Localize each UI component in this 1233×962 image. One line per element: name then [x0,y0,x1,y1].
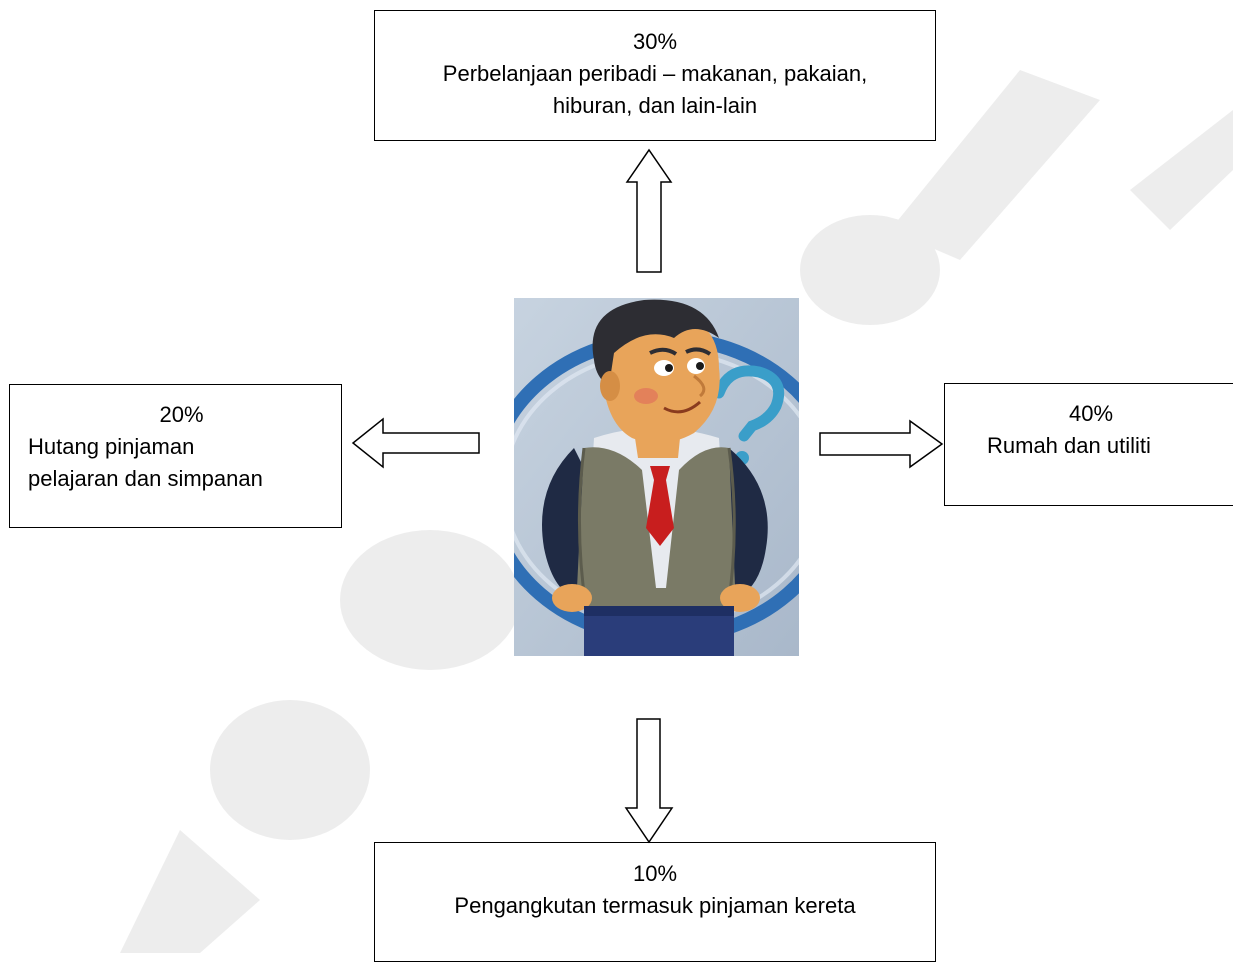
label-personal-line1: Perbelanjaan peribadi – makanan, pakaian… [442,61,868,86]
question-mark-icon [713,365,785,442]
arrow-down-icon [624,718,674,844]
hair [592,299,719,386]
arrow-up-icon [625,148,673,273]
red-tie [646,466,674,546]
label-loan-line2: pelajaran dan simpanan [28,466,263,491]
percent-house: 40% [1069,401,1114,426]
box-transport: 10% Pengangkutan termasuk pinjaman keret… [374,842,936,962]
percent-transport: 10% [632,861,678,886]
vest [576,447,736,608]
percent-personal: 30% [632,29,678,54]
box-house-utilities: 40% Rumah dan utiliti [944,383,1233,506]
label-transport-line1: Pengangkutan termasuk pinjaman kereta [454,893,856,918]
arrow-left-icon [351,417,480,469]
label-house-line1: Rumah dan utiliti [987,433,1151,458]
box-student-loan: 20% Hutang pinjaman pelajaran dan simpan… [9,384,342,528]
head [601,313,720,443]
arrow-right-icon [819,419,944,469]
box-personal-spending: 30% Perbelanjaan peribadi – makanan, pak… [374,10,936,141]
percent-loan: 20% [159,402,204,427]
label-personal-line2: hiburan, dan lain-lain [552,93,758,118]
confused-man-illustration [514,298,799,656]
label-loan-line1: Hutang pinjaman [28,434,195,459]
